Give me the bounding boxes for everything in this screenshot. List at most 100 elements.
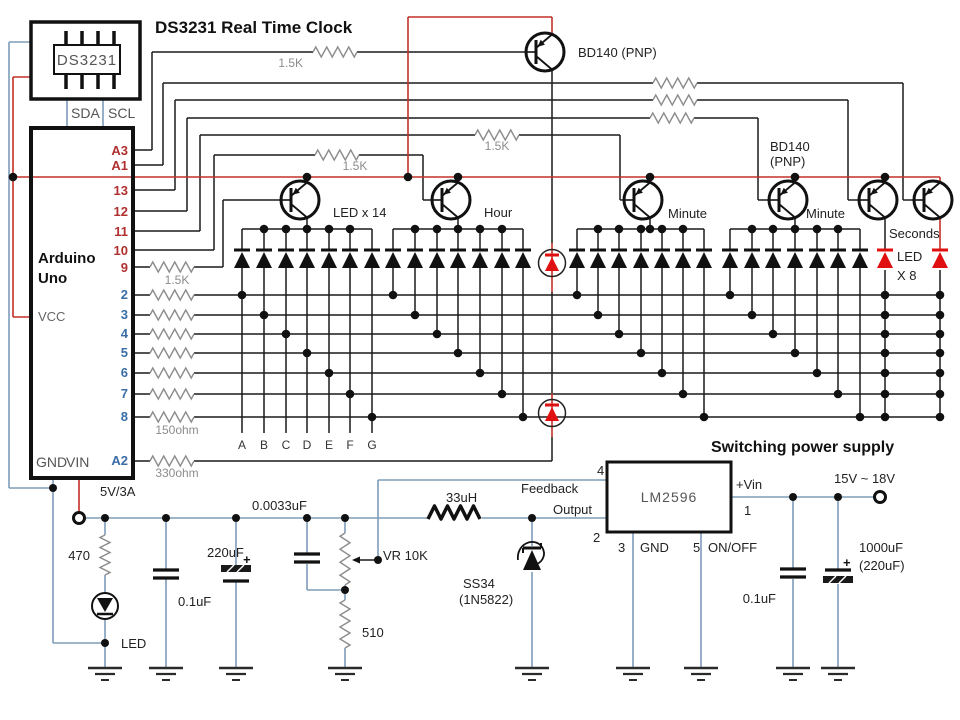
- junction-dots: [8, 172, 945, 647]
- junction-dot: [528, 514, 536, 522]
- junction-dot: [453, 224, 463, 234]
- resistor: [649, 111, 695, 125]
- rtc-chip-label: DS3231: [57, 52, 117, 69]
- resistor: [149, 260, 195, 274]
- resistor-label-330: 330ohm: [155, 466, 198, 480]
- resistor: [652, 76, 698, 90]
- junction-dot: [8, 172, 18, 182]
- lm2596-pin3: 3: [618, 540, 625, 555]
- ground-symbol: [515, 666, 549, 681]
- polarized-plate: [221, 564, 251, 573]
- arduino-gnd-label: GND: [36, 454, 67, 470]
- resistor: [149, 454, 195, 468]
- junction-dot: [833, 389, 843, 399]
- cap-1000uf-label-2: (220uF): [859, 558, 905, 573]
- pin-a1: A1: [111, 158, 128, 173]
- led-diode: [633, 248, 649, 268]
- junction-dot: [410, 224, 420, 234]
- junction-dot: [880, 368, 890, 378]
- junction-dot: [880, 348, 890, 358]
- resistor: [149, 346, 195, 360]
- junction-dot: [790, 172, 800, 182]
- bd140-transistor: [524, 31, 566, 73]
- junction-dot: [935, 368, 945, 378]
- junction-dot: [768, 329, 778, 339]
- junction-dot: [281, 224, 291, 234]
- vcc-rail-wires: [12, 16, 941, 512]
- arduino-uno-box: [29, 126, 135, 480]
- junction-dot: [593, 310, 603, 320]
- junction-dot: [833, 224, 843, 234]
- junction-dot: [678, 224, 688, 234]
- lm2596-box: [605, 460, 733, 534]
- vr-10k-label: VR 10K: [383, 548, 428, 563]
- led-diode: [809, 248, 825, 268]
- junction-dot: [880, 412, 890, 422]
- junction-dot: [410, 310, 420, 320]
- junction-dot: [614, 224, 624, 234]
- led-diode: [472, 248, 488, 268]
- group3-label: Minute: [668, 206, 707, 221]
- junction-dot: [324, 368, 334, 378]
- junction-dot: [101, 514, 109, 522]
- bd140-right-label-1: BD140: [770, 139, 810, 154]
- junction-dot: [475, 224, 485, 234]
- pin-6: 6: [121, 365, 128, 380]
- segment-d: D: [303, 438, 312, 452]
- ground-symbol: [328, 666, 362, 681]
- power-led: [91, 592, 119, 620]
- pin-13: 13: [114, 183, 128, 198]
- junction-dot: [259, 310, 269, 320]
- junction-dot: [657, 224, 667, 234]
- led-diode: [852, 248, 868, 268]
- bd140-top-label: BD140 (PNP): [578, 45, 657, 60]
- group1-label: LED x 14: [333, 205, 386, 220]
- lm2596-gnd-label: GND: [640, 540, 669, 555]
- junction-dot: [880, 329, 890, 339]
- junction-dot: [636, 224, 646, 234]
- junction-dot: [374, 556, 382, 564]
- junction-dot: [453, 172, 463, 182]
- ss34-diode: [517, 541, 545, 570]
- led-diode: [407, 248, 423, 268]
- resistor-label-150: 150ohm: [155, 423, 198, 437]
- junction-dot: [935, 290, 945, 300]
- junction-dot: [259, 224, 269, 234]
- vr-wiper-arrow: [352, 556, 360, 564]
- junction-dot: [880, 172, 890, 182]
- junction-dot: [678, 389, 688, 399]
- led-diode: [696, 248, 712, 268]
- rtc-scl-label: SCL: [108, 105, 135, 121]
- components: [64, 31, 954, 681]
- cap-1000uf-label-1: 1000uF: [859, 540, 903, 555]
- pin-9: 9: [121, 260, 128, 275]
- segment-g: G: [367, 438, 376, 452]
- cap-01uf-right-label: 0.1uF: [743, 591, 776, 606]
- ss34-label-1: SS34: [463, 576, 495, 591]
- led-diode: [569, 248, 585, 268]
- led-diode: [385, 248, 401, 268]
- resistor-label-pin9: 1.5K: [165, 273, 190, 287]
- resistor: [652, 93, 698, 107]
- ss34-label-2: (1N5822): [459, 592, 513, 607]
- pin-a3: A3: [111, 143, 128, 158]
- page-title: DS3231 Real Time Clock: [155, 18, 353, 37]
- junction-dot: [789, 493, 797, 501]
- resistor-510-label: 510: [362, 625, 384, 640]
- junction-dot: [345, 224, 355, 234]
- led-diode: [342, 248, 358, 268]
- feedback-label: Feedback: [521, 481, 579, 496]
- led-diode: [299, 248, 315, 268]
- pin-2: 2: [121, 287, 128, 302]
- junction-dot: [302, 348, 312, 358]
- resistor: [474, 128, 520, 142]
- cap-00033-label: 0.0033uF: [252, 498, 307, 513]
- junction-dot: [657, 368, 667, 378]
- led-diode: [590, 248, 606, 268]
- ground-symbol: [88, 666, 122, 681]
- arduino-vin-label: VIN: [66, 454, 89, 470]
- bd140-transistor: [430, 179, 472, 221]
- junction-dot: [812, 368, 822, 378]
- resistor: [149, 387, 195, 401]
